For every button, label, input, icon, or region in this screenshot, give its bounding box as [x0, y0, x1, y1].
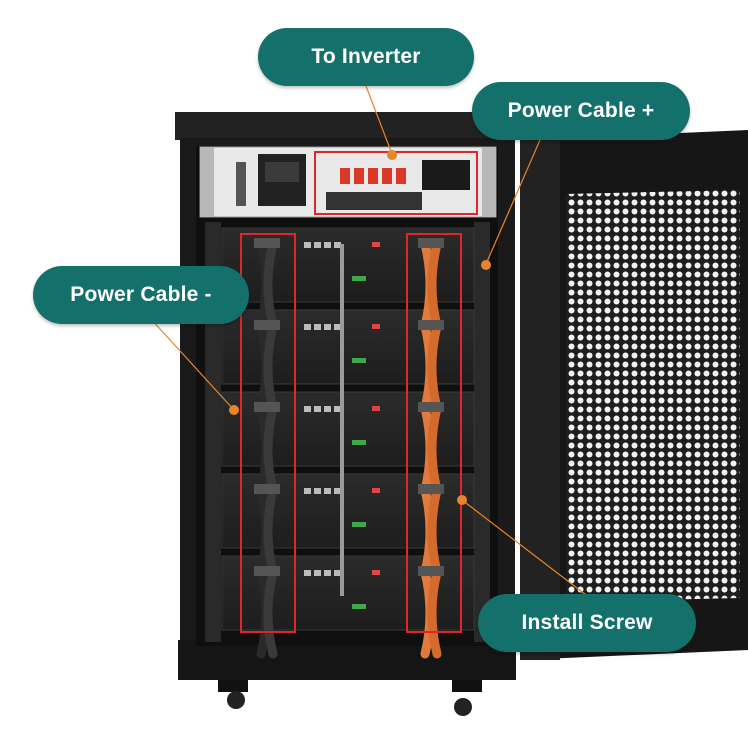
install-screw-leader: [461, 499, 591, 599]
positive-terminal: [418, 484, 444, 494]
positive-cable-highlight: [406, 233, 462, 633]
module-port: [324, 324, 331, 330]
module-port: [304, 570, 311, 576]
module-port: [314, 324, 321, 330]
negative-terminal: [254, 238, 280, 248]
negative-cable-2: [263, 239, 278, 659]
positive-terminal: [418, 402, 444, 412]
module-port: [334, 242, 341, 248]
power-cable-minus-callout: Power Cable -: [33, 266, 249, 324]
module-indicator: [372, 324, 380, 329]
power-cable-plus-label: Power Cable +: [507, 99, 655, 122]
module-status-led: [352, 440, 366, 445]
breaker-switch: [354, 168, 364, 184]
module-indicator: [372, 488, 380, 493]
positive-cable-2: [427, 239, 442, 659]
module-indicator: [372, 406, 380, 411]
positive-terminal: [418, 566, 444, 576]
module-indicator: [372, 242, 380, 247]
module-indicator: [372, 570, 380, 575]
module-port: [314, 406, 321, 412]
module-status-led: [352, 358, 366, 363]
module-port: [314, 570, 321, 576]
to-inverter-marker: [387, 150, 397, 160]
breaker-switch: [340, 168, 350, 184]
controller-unit: [199, 146, 497, 218]
module-port: [324, 242, 331, 248]
breaker-switch: [382, 168, 392, 184]
module-status-led: [352, 522, 366, 527]
power-cable-minus-label: Power Cable -: [70, 283, 212, 306]
power-cable-plus-marker: [481, 260, 491, 270]
module-status-led: [352, 276, 366, 281]
module-port: [304, 324, 311, 330]
breaker-switch: [396, 168, 406, 184]
negative-terminal: [254, 402, 280, 412]
module-port: [334, 488, 341, 494]
module-status-led: [352, 604, 366, 609]
module-port: [304, 406, 311, 412]
to-inverter-label: To Inverter: [311, 45, 421, 68]
positive-terminal: [418, 320, 444, 330]
module-port: [334, 406, 341, 412]
module-port: [324, 570, 331, 576]
module-port: [334, 570, 341, 576]
install-screw-callout: Install Screw: [478, 594, 696, 652]
positive-terminal: [418, 238, 444, 248]
module-port: [304, 488, 311, 494]
module-port: [324, 488, 331, 494]
to-inverter-leader: [365, 85, 393, 155]
power-cable-minus-marker: [229, 405, 239, 415]
module-port: [304, 242, 311, 248]
to-inverter-callout: To Inverter: [258, 28, 474, 86]
breaker-switch: [368, 168, 378, 184]
negative-terminal: [254, 566, 280, 576]
power-cable-plus-callout: Power Cable +: [472, 82, 690, 140]
module-port: [314, 488, 321, 494]
power-cable-plus-leader: [485, 139, 541, 265]
module-port: [314, 242, 321, 248]
module-port: [324, 406, 331, 412]
module-port: [334, 324, 341, 330]
cabinet-door: [520, 130, 748, 660]
negative-cable-highlight: [240, 233, 296, 633]
power-cable-minus-leader: [149, 317, 235, 411]
casters: [218, 680, 482, 716]
install-screw-marker: [457, 495, 467, 505]
negative-terminal: [254, 484, 280, 494]
install-screw-label: Install Screw: [521, 611, 653, 634]
negative-terminal: [254, 320, 280, 330]
